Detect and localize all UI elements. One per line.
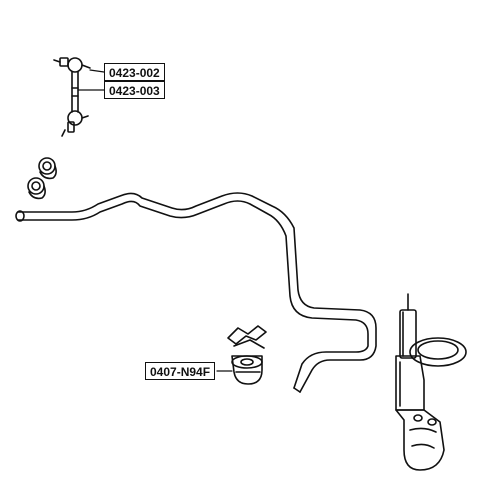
part-label-0407-n94f[interactable]: 0407-N94F: [145, 362, 216, 380]
stabilizer-bar-icon: [15, 192, 377, 393]
strut-assembly-icon: [395, 293, 467, 471]
bushing-pair-icon: [27, 157, 57, 200]
bushing-icon: [231, 355, 263, 385]
part-label-0423-003[interactable]: 0423-003: [104, 81, 165, 99]
bushing-bracket-icon: [227, 325, 267, 349]
stabilizer-link-icon: [53, 57, 91, 137]
part-label-0423-002[interactable]: 0423-002: [104, 63, 165, 81]
